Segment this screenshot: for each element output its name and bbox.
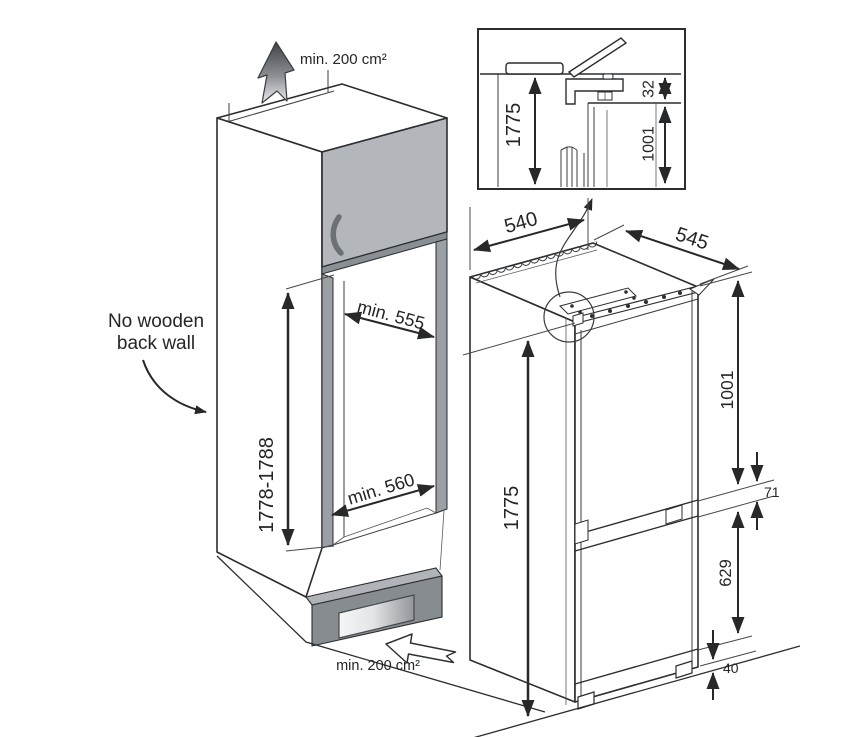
anti-tip-bracket: [688, 278, 715, 296]
inset-appliance-inner-lines: [606, 103, 657, 187]
rail-end-plate: [572, 312, 584, 327]
upper-door-ext-lines: [697, 271, 775, 502]
cabinet-floor-line: [216, 555, 546, 713]
appliance-depth-ext-lines: [593, 224, 749, 285]
inset-hinge-pin: [602, 73, 614, 80]
no-back-wall-note-line1: No wooden: [108, 311, 204, 332]
no-back-wall-note-line2: back wall: [117, 333, 195, 354]
hinge-gap-ext-line: [697, 495, 775, 518]
niche-height-ext-lines: [285, 274, 335, 552]
inset-cabinet-top-panel: [505, 62, 564, 75]
niche-frame-right: [435, 238, 448, 514]
appliance-height-ext-line: [462, 322, 576, 356]
airflow-in-arrow-icon: [385, 633, 457, 664]
inset-height-label: 1775: [503, 103, 525, 148]
inset-top-clearance-label: 32: [641, 80, 658, 98]
niche-floor-back: [332, 507, 437, 546]
niche-width-label: min. 555: [355, 296, 427, 333]
inset-door-section-lines: [560, 146, 585, 187]
appliance-front-face: [574, 286, 699, 703]
top-ventilation-label: min. 200 cm²: [300, 51, 387, 68]
appliance-depth-label: 545: [673, 223, 712, 254]
inset-hinge-bracket: [565, 78, 624, 105]
appliance-width-ext-lines: [469, 198, 589, 270]
inset-door-height-label: 1001: [641, 126, 658, 162]
niche-depth-label: min. 560: [345, 469, 417, 508]
inset-border: [477, 28, 686, 190]
cabinet-niche-drawing: min. 200 cm² min. 200 cm² No wooden back…: [108, 41, 546, 713]
mounting-plate: [559, 287, 637, 315]
hinge-detail-circle: [543, 291, 595, 343]
coil-strip-inner-line: [475, 249, 598, 284]
niche-floor-front: [332, 512, 437, 546]
appliance-drawing: 540 545 1775 1001 71 629 40: [462, 198, 801, 737]
niche-frame-left: [321, 273, 334, 549]
hinge-gap-line: [574, 515, 699, 552]
lower-door-bottom-line: [574, 648, 699, 685]
niche-frame-to-plinth: [439, 510, 445, 571]
back-wall-pointer-arrow-icon: [142, 359, 207, 415]
lower-door-ext-line: [697, 635, 753, 651]
bottom-ventilation-label: min. 200 cm²: [336, 658, 420, 674]
front-right-foot: [675, 660, 693, 679]
airflow-up-arrow-icon: [257, 41, 295, 104]
inset-appliance-front-lines: [587, 103, 595, 187]
mid-hinge-left-bracket: [574, 519, 589, 545]
floor-line: [473, 645, 801, 737]
hinge-gap-label: 71: [764, 484, 780, 500]
niche-depth-dimension-line: [331, 484, 435, 517]
mid-hinge-bracket: [665, 504, 683, 525]
cabinet-top-vent-notch: [226, 90, 335, 123]
appliance-depth-dimension-line: [625, 229, 740, 271]
inset-vent-flap: [567, 37, 628, 78]
hinge-detail-inset: 1775 32 1001: [477, 28, 686, 190]
niche-height-label: 1778-1788: [256, 437, 278, 533]
lower-door-label: 629: [717, 559, 735, 587]
cabinet-door-handle: [330, 214, 344, 256]
foot-clearance-label: 40: [723, 660, 739, 676]
rail-screws: [570, 290, 682, 318]
upper-door-bottom-line: [574, 499, 699, 536]
plinth-vent-slot: [338, 594, 415, 639]
appliance-height-label: 1775: [501, 486, 523, 531]
cabinet-left-panel: [216, 117, 323, 598]
foot-clearance-ext-line: [699, 650, 757, 667]
door-top-gap-line: [574, 298, 699, 335]
appliance-width-dimension-line: [473, 217, 585, 253]
upper-door-label: 1001: [717, 371, 737, 410]
niche-width-dimension-line: [344, 311, 435, 340]
